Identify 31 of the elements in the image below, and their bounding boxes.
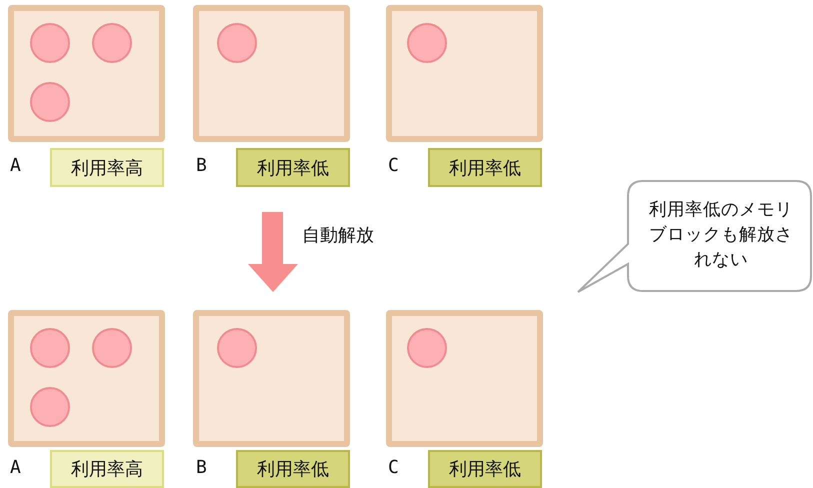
memory-object: [92, 23, 132, 63]
memory-object: [407, 23, 447, 63]
memory-object: [407, 328, 447, 368]
memory-object: [30, 82, 70, 122]
status-tag: 利用率高: [50, 450, 164, 488]
memory-object: [30, 328, 70, 368]
status-tag: 利用率低: [236, 450, 350, 488]
status-tag: 利用率低: [428, 450, 542, 488]
memory-block: [386, 5, 543, 142]
memory-object: [92, 328, 132, 368]
memory-block: [193, 5, 350, 142]
memory-block: [386, 310, 543, 447]
memory-block: [8, 310, 165, 447]
block-letter: A: [10, 457, 21, 478]
memory-object: [217, 23, 257, 63]
memory-block: [193, 310, 350, 447]
block-letter: C: [388, 155, 399, 176]
block-letter: A: [10, 155, 21, 176]
status-tag: 利用率低: [236, 148, 350, 187]
arrow-label: 自動解放: [302, 224, 374, 247]
speech-bubble: [575, 180, 813, 294]
block-letter: B: [196, 457, 207, 478]
block-letter: B: [196, 155, 207, 176]
bubble-text: 利用率低のメモリブロックも解放されない: [648, 199, 794, 272]
memory-object: [217, 328, 257, 368]
status-tag: 利用率低: [428, 148, 542, 187]
memory-object: [30, 23, 70, 63]
block-letter: C: [388, 457, 399, 478]
memory-object: [30, 387, 70, 427]
status-tag: 利用率高: [50, 148, 164, 187]
memory-block: [8, 5, 165, 142]
